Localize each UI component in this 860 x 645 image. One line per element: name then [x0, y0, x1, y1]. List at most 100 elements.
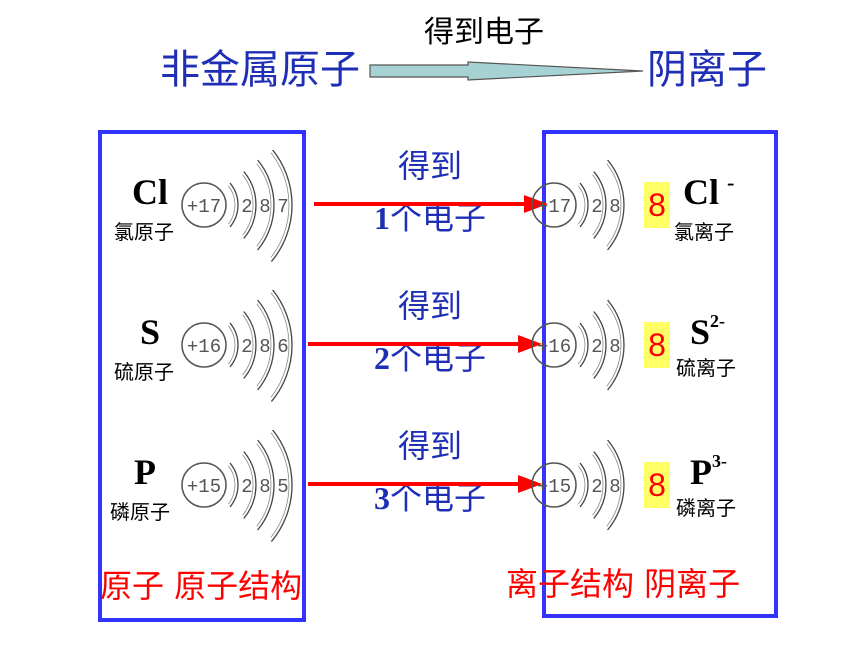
nucleus-charge: +16: [537, 336, 571, 358]
electron-shell-arc: [243, 311, 257, 379]
outer-shell-count: 8: [648, 187, 666, 223]
atom-symbol: Cl: [132, 172, 168, 212]
electron-shell-arc: [229, 322, 239, 368]
shell-electron-count: 7: [277, 196, 288, 218]
ion-charge: 3-: [712, 451, 727, 471]
electron-shell-arc: [229, 462, 239, 508]
electron-shell-arc: [578, 185, 586, 225]
footer-right-label: 离子结构 阴离子: [506, 565, 741, 603]
nucleus-charge: +15: [537, 476, 571, 498]
electron-shell-arc: [593, 311, 607, 379]
ion-symbol-text: Cl: [683, 172, 719, 212]
ion-charge: -: [727, 170, 735, 195]
atom-name: 硫原子: [114, 360, 174, 384]
electron-shell-arc: [256, 303, 272, 387]
nucleus-circle: [531, 182, 577, 228]
electron-shell-arc: [592, 454, 604, 516]
electron-shell-arc: [592, 174, 604, 236]
electron-shell-arc: [229, 182, 239, 228]
electron-shell-arc: [607, 299, 625, 391]
electron-shell-arc: [593, 171, 607, 239]
electron-shell-arc: [606, 443, 622, 527]
electron-shell-arc: [270, 427, 293, 543]
nucleus-charge: +15: [187, 476, 221, 498]
outer-shell-highlight: 8: [644, 182, 670, 228]
electron-shell-arc: [578, 325, 586, 365]
ion-charge: 2-: [710, 311, 726, 331]
electron-shell-arc: [606, 163, 622, 247]
shell-electron-count: 8: [259, 476, 270, 498]
red-arrow-icon: [308, 335, 542, 353]
header-left-label: 非金属原子: [160, 47, 360, 93]
electron-shell-arc: [270, 287, 293, 403]
atoms-box: [98, 130, 306, 622]
shell-electron-count: 2: [241, 476, 252, 498]
electron-shell-arc: [607, 439, 625, 531]
ions-box: [542, 130, 778, 618]
nucleus-charge: +16: [187, 336, 221, 358]
electron-shell-arc: [243, 171, 257, 239]
gain-unit: 个电子: [389, 479, 486, 517]
shell-electron-count: 8: [609, 476, 620, 498]
electron-shell-arc: [242, 454, 254, 516]
electron-shell-arc: [270, 147, 293, 263]
electron-shell-arc: [579, 182, 589, 228]
electron-shell-arc: [270, 432, 290, 538]
gain-label-line1: 得到: [397, 287, 462, 325]
footer-left-label: 原子 原子结构: [100, 567, 303, 605]
ion-symbol: P3-: [690, 451, 727, 490]
header-right-label: 阴离子: [647, 47, 767, 93]
gain-label-line1: 得到: [397, 427, 462, 465]
electron-shell-arc: [256, 443, 272, 527]
electron-shell-arc: [606, 303, 622, 387]
gain-unit: 个电子: [389, 199, 486, 237]
header-arrow-label: 得到电子: [424, 15, 544, 50]
ion-symbol: Cl-: [683, 172, 734, 212]
electron-shell-arc: [242, 174, 254, 236]
electron-shell-arc: [243, 451, 257, 519]
atom-symbol: S: [140, 312, 161, 352]
gain-label-line2: 1个电子: [350, 202, 510, 234]
ion-name: 硫离子: [676, 356, 736, 380]
electron-shell-arc: [579, 462, 589, 508]
electron-shell-arc: [228, 325, 236, 365]
electron-shell-arc: [593, 451, 607, 519]
electron-shell-arc: [257, 299, 275, 391]
outer-shell-highlight: 8: [644, 322, 670, 368]
atom-name: 磷原子: [110, 500, 170, 524]
shell-electron-count: 8: [609, 196, 620, 218]
electron-shell-arc: [592, 314, 604, 376]
nucleus-circle: [181, 462, 227, 508]
gain-unit: 个电子: [389, 339, 486, 377]
ion-symbol-text: S: [690, 312, 711, 352]
electron-shell-arc: [257, 439, 275, 531]
nucleus-circle: [531, 462, 577, 508]
atom-symbol: P: [134, 452, 156, 492]
nucleus-charge: +17: [187, 196, 221, 218]
electron-shell-arc: [270, 292, 290, 398]
atom-name: 氯原子: [114, 220, 174, 244]
electron-shell-arc: [607, 159, 625, 251]
nucleus-circle: [181, 322, 227, 368]
electron-shell-arc: [256, 163, 272, 247]
electron-shell-arc: [579, 322, 589, 368]
gain-label-line2: 2个电子: [350, 342, 510, 374]
gain-count: 3: [373, 480, 390, 516]
shell-electron-count: 8: [259, 336, 270, 358]
shell-electron-count: 5: [277, 476, 288, 498]
header-arrow-icon: [369, 61, 644, 81]
outer-shell-count: 8: [648, 467, 666, 503]
red-arrow-icon: [308, 475, 542, 493]
gain-label-line1: 得到: [397, 147, 462, 185]
shell-electron-count: 8: [259, 196, 270, 218]
